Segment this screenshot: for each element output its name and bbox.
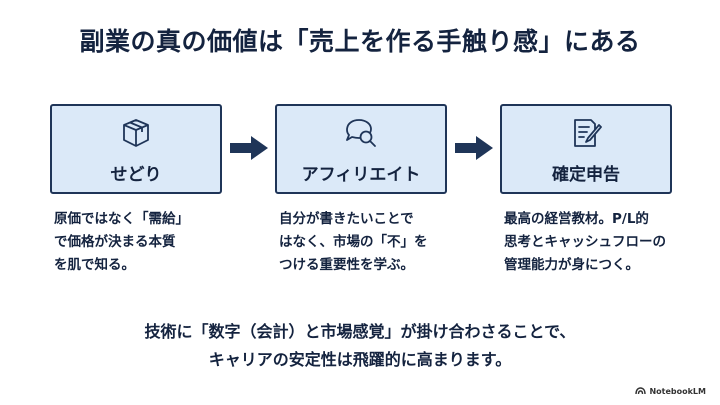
description-line: 自分が書きたいことで <box>279 211 414 227</box>
description-line: はなく、市場の「不」を <box>279 234 428 250</box>
summary-line: 技術に「数字（会計）と市場感覚」が掛け合わさることで、 <box>144 322 576 341</box>
step-description-affiliate: 自分が書きたいことで はなく、市場の「不」を つける重要性を学ぶ。 <box>279 208 469 277</box>
summary-line: キャリアの安定性は飛躍的に高まります。 <box>208 350 512 369</box>
step-label: 確定申告 <box>552 165 620 185</box>
brand-name: NotebookLM <box>649 387 706 396</box>
document-edit-icon <box>502 116 670 150</box>
step-description-tax-return: 最高の経営教材。P/L的 思考とキャッシュフローの 管理能力が身につく。 <box>504 208 694 277</box>
description-line: つける重要性を学ぶ。 <box>279 257 414 273</box>
step-description-sedori: 原価ではなく「需給」 で価格が決まる本質 を肌で知る。 <box>54 208 244 277</box>
description-line: 原価ではなく「需給」 <box>54 211 189 227</box>
brand-logo: NotebookLM <box>635 386 706 397</box>
notebooklm-icon <box>635 386 647 397</box>
step-label: せどり <box>110 165 162 185</box>
arrow-right-icon <box>455 136 493 160</box>
summary-text: 技術に「数字（会計）と市場感覚」が掛け合わさることで、 キャリアの安定性は飛躍的… <box>0 318 720 374</box>
description-line: 最高の経営教材。P/L的 <box>504 211 649 227</box>
page-title: 副業の真の価値は「売上を作る手触り感」にある <box>79 27 641 56</box>
package-box-icon <box>52 116 220 150</box>
description-line: を肌で知る。 <box>54 257 135 273</box>
description-line: で価格が決まる本質 <box>54 234 176 250</box>
step-label: アフィリエイト <box>301 165 421 185</box>
arrow-right-icon <box>230 136 268 160</box>
description-line: 思考とキャッシュフローの <box>504 234 666 250</box>
step-card-affiliate: アフィリエイト <box>275 104 447 194</box>
step-card-sedori: せどり <box>50 104 222 194</box>
description-line: 管理能力が身につく。 <box>504 257 639 273</box>
chat-search-icon <box>277 116 445 150</box>
step-card-tax-return: 確定申告 <box>500 104 672 194</box>
